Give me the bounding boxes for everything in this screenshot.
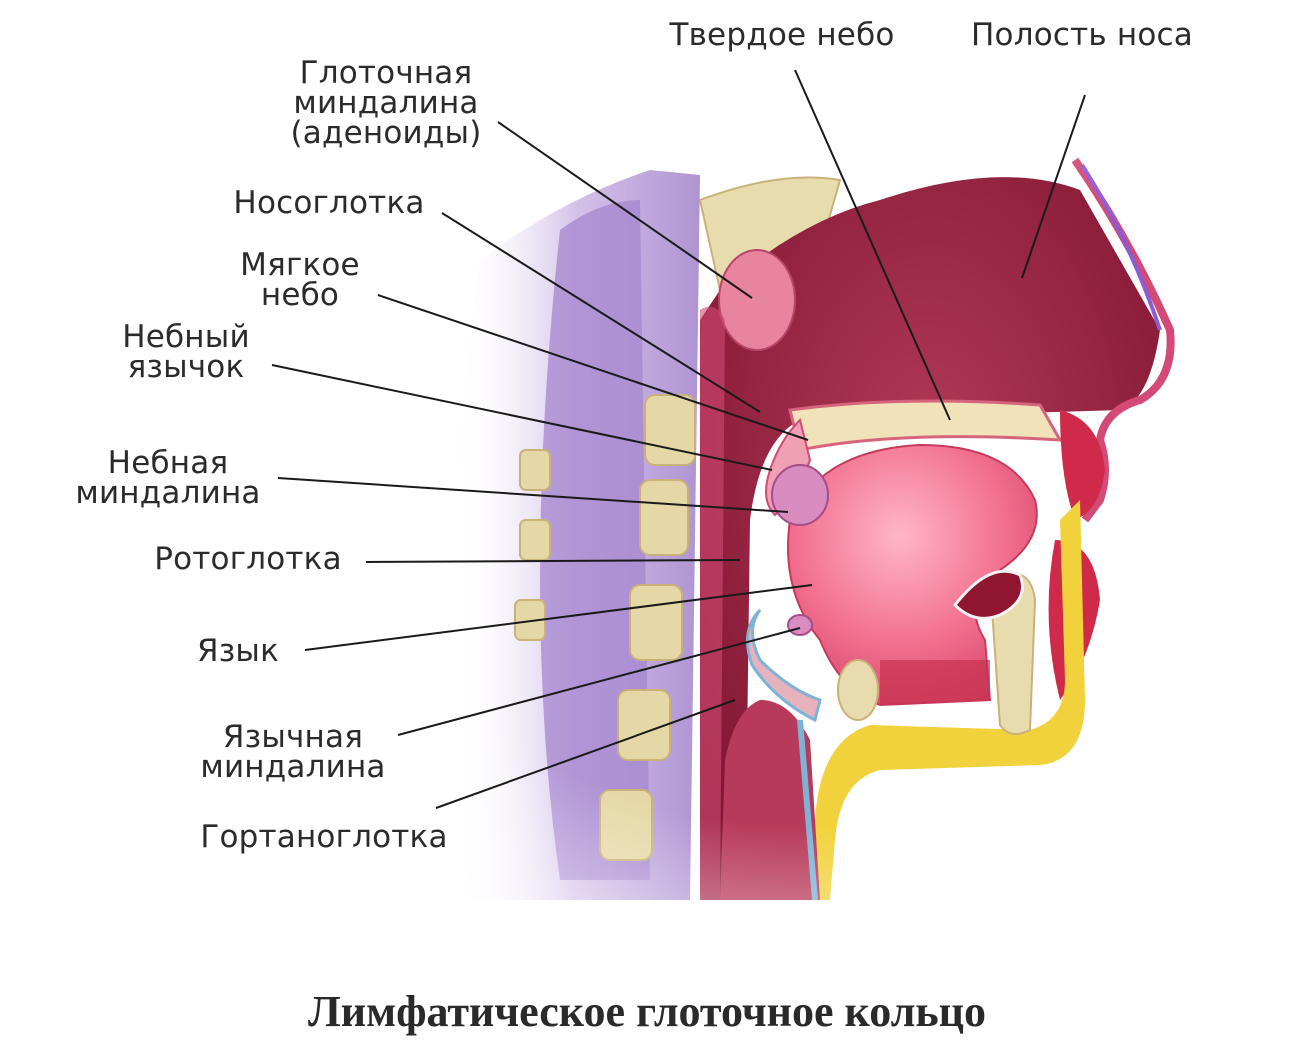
diagram-title: Лимфатическое глоточное кольцо	[307, 987, 987, 1036]
label-uvula: Небный язычок	[122, 319, 250, 385]
leader-uvula	[271, 364, 773, 471]
label-soft-palate: Мягкое небо	[240, 247, 360, 313]
label-tongue: Язык	[196, 633, 280, 669]
label-nasal-cavity: Полость носа	[971, 17, 1193, 53]
label-pharyngeal-tonsil: Глоточная миндалина (аденоиды)	[290, 55, 482, 151]
leader-pharyngeal-tonsil	[497, 121, 753, 299]
leader-lines	[271, 69, 1086, 809]
label-oropharynx: Ротоглотка	[154, 541, 342, 577]
leader-lingual-tonsil	[397, 627, 801, 736]
leader-laryngopharynx	[435, 699, 736, 809]
label-palatine-tonsil: Небная миндалина	[75, 445, 261, 511]
leader-palatine-tonsil	[277, 477, 789, 513]
label-lingual-tonsil: Язычная миндалина	[200, 719, 386, 785]
label-laryngopharynx: Гортаноглотка	[200, 819, 448, 855]
leader-nasal-cavity	[1021, 94, 1086, 279]
label-hard-palate: Твердое небо	[669, 17, 895, 53]
leader-nasopharynx	[441, 212, 761, 413]
leader-hard-palate	[794, 69, 951, 421]
leader-soft-palate	[377, 294, 809, 441]
leader-tongue	[304, 584, 813, 651]
leader-oropharynx	[365, 559, 741, 563]
label-nasopharynx: Носоглотка	[233, 185, 425, 221]
